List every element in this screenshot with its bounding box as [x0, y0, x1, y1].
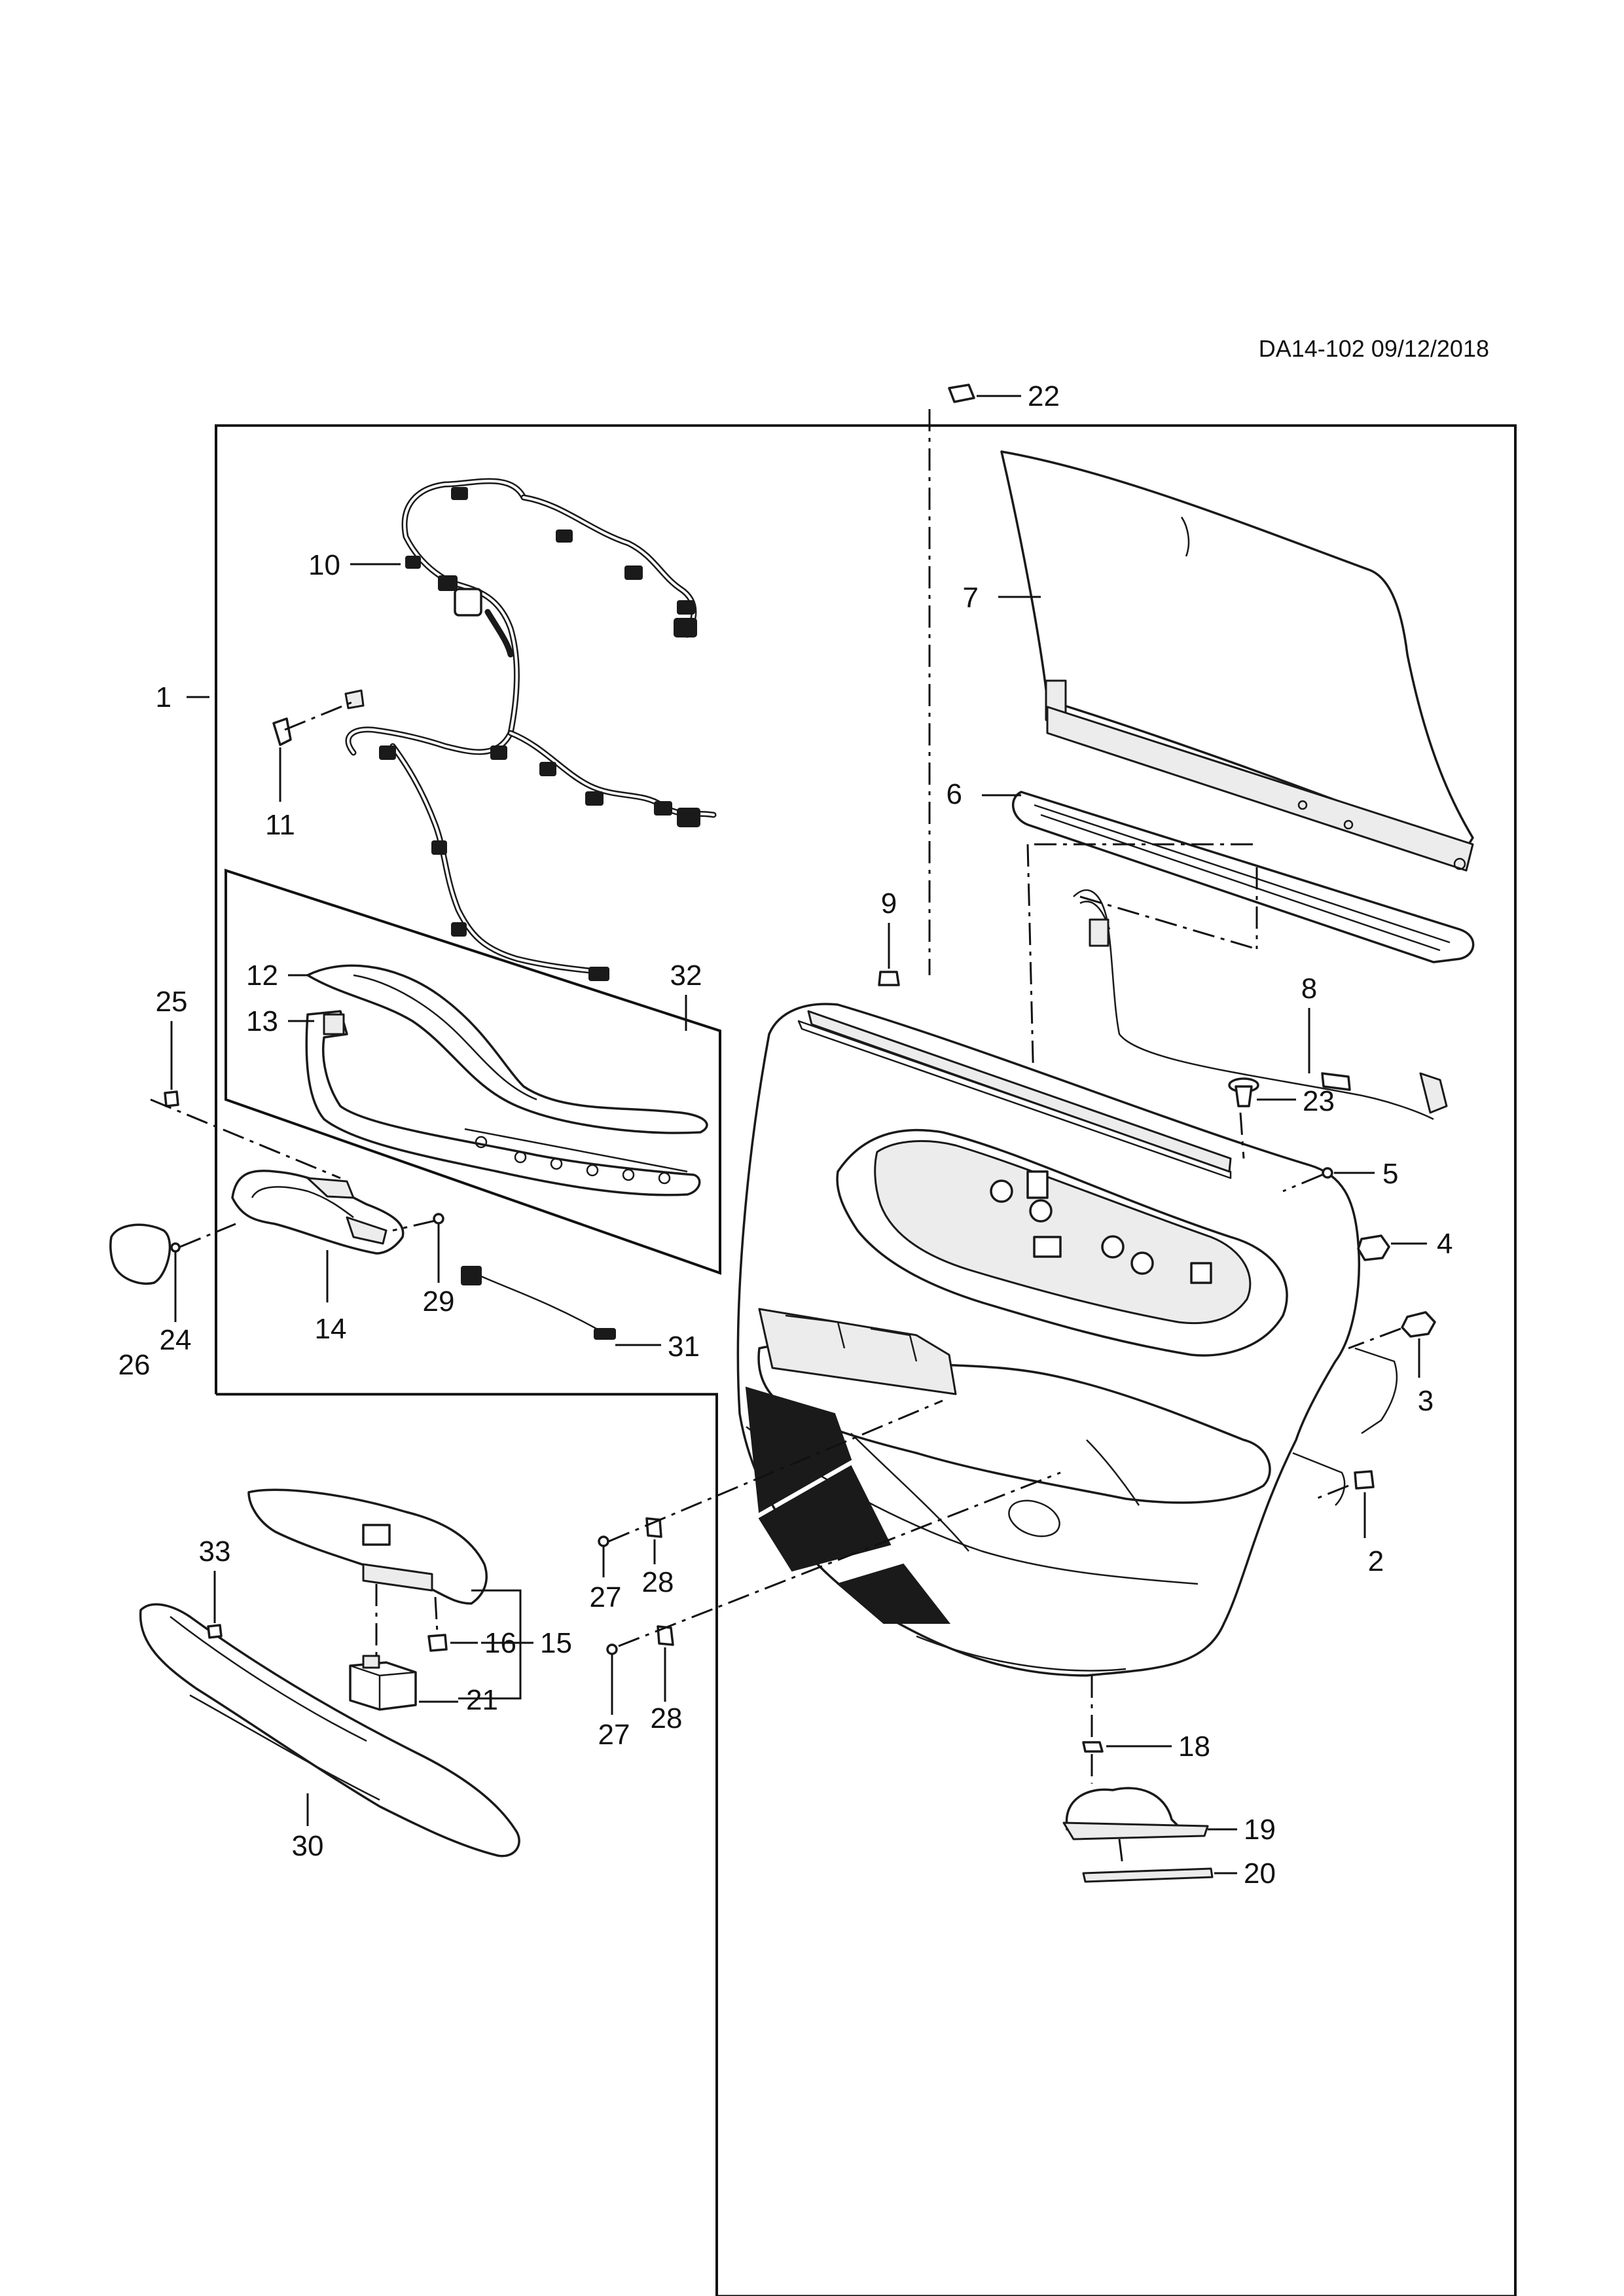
callout-30: 30 [292, 1830, 324, 1862]
clip-part-28b [657, 1625, 674, 1702]
callout-28-upper: 28 [642, 1566, 674, 1598]
shade-cable-part-8 [1073, 889, 1448, 1121]
callout-25: 25 [156, 986, 188, 1018]
handle-cap-part-26 [109, 1223, 171, 1285]
push-pin-part-23 [1228, 1077, 1296, 1107]
callout-23: 23 [1303, 1085, 1335, 1117]
screw-part-5 [1322, 1167, 1375, 1179]
nut-part-4 [1357, 1234, 1427, 1261]
callout-16: 16 [484, 1627, 516, 1659]
callout-14: 14 [315, 1313, 347, 1345]
trim-bezel-part-13 [305, 1010, 701, 1196]
callout-12: 12 [246, 960, 278, 992]
callout-5: 5 [1382, 1158, 1398, 1190]
callout-3: 3 [1418, 1385, 1434, 1417]
shade-rail-part-6 [1011, 791, 1475, 963]
nut-part-18 [1082, 1741, 1172, 1753]
callout-27-upper: 27 [590, 1581, 622, 1613]
subassembly-32-boundary [225, 869, 721, 1275]
nut-part-3 [1401, 1311, 1436, 1378]
door-trim-panel [736, 1003, 1398, 1677]
lamp-wire-part-31 [461, 1266, 616, 1340]
callout-20: 20 [1244, 1857, 1276, 1890]
speaker-part-19 [1062, 1787, 1237, 1840]
callout-4: 4 [1437, 1228, 1453, 1260]
diagram-reference: DA14-102 09/12/2018 [1259, 335, 1489, 362]
clip-part-2 [1354, 1470, 1375, 1538]
callout-18: 18 [1178, 1731, 1210, 1763]
speaker-grille-part-20 [1082, 1867, 1237, 1883]
callout-13: 13 [246, 1005, 278, 1037]
inside-handle-part-14 [231, 1170, 405, 1255]
callout-bracket-15 [458, 1589, 522, 1700]
callout-32: 32 [670, 960, 702, 992]
callout-1: 1 [156, 681, 171, 713]
callout-2: 2 [1368, 1545, 1384, 1577]
callout-6: 6 [947, 778, 962, 810]
callout-31: 31 [668, 1331, 700, 1363]
screw-part-24 [170, 1242, 181, 1322]
callout-24: 24 [160, 1324, 192, 1356]
callout-15: 15 [540, 1627, 572, 1659]
callout-28-lower: 28 [651, 1702, 683, 1734]
clip-part-16 [427, 1634, 478, 1652]
lower-trim-part-30 [139, 1603, 520, 1857]
callout-29: 29 [423, 1285, 455, 1318]
callout-22: 22 [1028, 380, 1060, 412]
callout-27-lower: 27 [598, 1719, 630, 1751]
screw-part-27a [598, 1535, 609, 1577]
callout-10: 10 [308, 549, 340, 581]
switch-bezel-part-15 [247, 1488, 488, 1605]
clip-part-33 [207, 1571, 223, 1639]
screw-part-29 [433, 1213, 444, 1283]
speaker-grille [745, 1386, 852, 1513]
screw-part-27b [606, 1643, 618, 1715]
wiring-harness-part [345, 478, 717, 981]
assembly-1-boundary [215, 424, 1517, 2296]
clip-part-25 [164, 1021, 179, 1107]
callout-26: 26 [118, 1349, 151, 1381]
callout-19: 19 [1244, 1814, 1276, 1846]
clip-part-22 [948, 384, 1021, 403]
trim-insert-part-12 [306, 964, 708, 1134]
callout-9: 9 [881, 888, 897, 920]
callout-33: 33 [199, 1535, 231, 1568]
callout-8: 8 [1301, 973, 1317, 1005]
callout-7: 7 [963, 582, 979, 614]
callout-21: 21 [466, 1684, 498, 1716]
fastener-part-9 [878, 923, 900, 986]
callout-11: 11 [265, 809, 295, 841]
sunshade-part-7 [1000, 450, 1474, 872]
window-switch-part-21 [349, 1655, 417, 1711]
